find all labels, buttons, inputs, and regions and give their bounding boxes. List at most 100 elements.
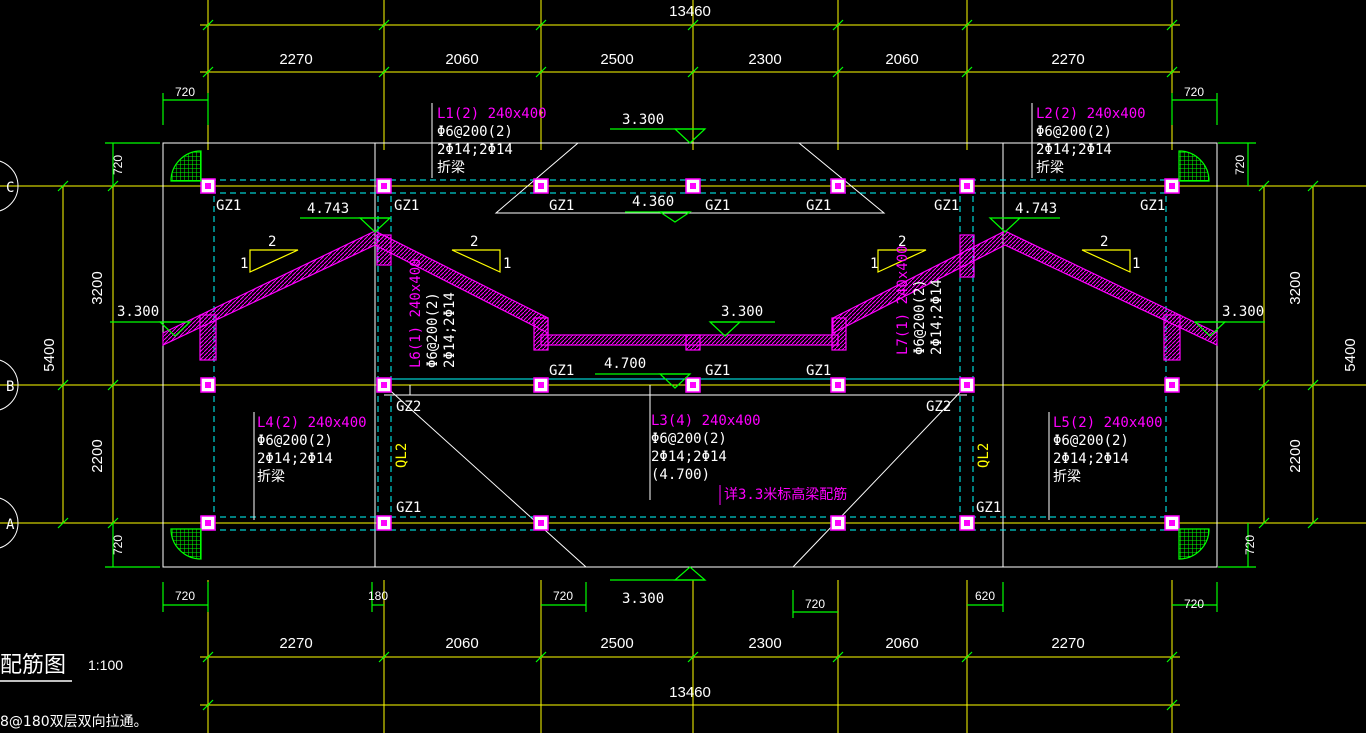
slope-run-2: 2 <box>470 234 478 250</box>
col-label: GZ1 <box>705 363 730 379</box>
dim-bottom-span-1: 2270 <box>279 635 312 652</box>
dim-right-span-4: 720 <box>1243 535 1257 555</box>
column-core <box>205 520 211 526</box>
col-label: GZ1 <box>396 500 421 516</box>
elev-eave-right: 3.300 <box>1222 304 1264 320</box>
svg-text:L2(2) 240x400: L2(2) 240x400 <box>1036 106 1146 122</box>
columns <box>200 178 1180 531</box>
svg-text:L3(4) 240x400: L3(4) 240x400 <box>651 413 761 429</box>
footnote: 8@180双层双向拉通。 <box>0 714 148 730</box>
elevation-markers <box>110 128 1265 581</box>
dim-bottom-offset-6: 720 <box>1184 597 1204 611</box>
svg-text:2Φ14;2Φ14: 2Φ14;2Φ14 <box>442 292 458 368</box>
svg-text:Φ6@200(2): Φ6@200(2) <box>437 124 513 140</box>
slope-run-3: 2 <box>898 234 906 250</box>
dim-left-span-1: 720 <box>111 155 125 175</box>
svg-text:2Φ14;2Φ14: 2Φ14;2Φ14 <box>437 142 513 158</box>
column-core <box>381 382 387 388</box>
column-core <box>964 382 970 388</box>
col-label: GZ1 <box>216 198 241 214</box>
col-label: GZ1 <box>806 198 831 214</box>
elev-valley: 3.300 <box>721 304 763 320</box>
column-core <box>964 183 970 189</box>
roof-section <box>162 230 1218 361</box>
dim-top-span-5: 2060 <box>885 51 918 68</box>
svg-text:Φ6@200(2): Φ6@200(2) <box>1036 124 1112 140</box>
col-label: GZ1 <box>806 363 831 379</box>
column-core <box>205 183 211 189</box>
svg-text:(4.700): (4.700) <box>651 467 710 483</box>
dim-right-span-1: 720 <box>1233 155 1247 175</box>
svg-text:折梁: 折梁 <box>257 469 285 485</box>
beam-l4-label: L4(2) 240x400 Φ6@200(2) 2Φ14;2Φ14 折梁 <box>253 412 367 520</box>
slope-rise-1: 1 <box>240 256 248 272</box>
column-core <box>538 183 544 189</box>
svg-text:L7(1) 240x400: L7(1) 240x400 <box>895 245 911 355</box>
beam-l2-label: L2(2) 240x400 Φ6@200(2) 2Φ14;2Φ14 折梁 <box>1031 103 1146 178</box>
column-core <box>538 520 544 526</box>
col-label: GZ1 <box>976 500 1001 516</box>
col-label: GZ1 <box>1140 198 1165 214</box>
slope-rise-4: 1 <box>1132 256 1140 272</box>
dim-bottom-overall: 13460 <box>669 684 711 701</box>
ql-label: QL2 <box>976 443 992 468</box>
svg-text:L5(2) 240x400: L5(2) 240x400 <box>1053 415 1163 431</box>
dim-left-total: 5400 <box>41 338 58 371</box>
dim-top-span-1: 2270 <box>279 51 312 68</box>
col-label-gz2: GZ2 <box>926 399 951 415</box>
axis-bubbles <box>0 160 19 549</box>
svg-text:Φ6@200(2): Φ6@200(2) <box>1053 433 1129 449</box>
dim-bottom-span-3: 2500 <box>600 635 633 652</box>
dim-bottom-offset-1: 720 <box>175 589 195 603</box>
column-core <box>381 183 387 189</box>
svg-text:L4(2) 240x400: L4(2) 240x400 <box>257 415 367 431</box>
svg-text:2Φ14;2Φ14: 2Φ14;2Φ14 <box>257 451 333 467</box>
dim-bottom-span-4: 2300 <box>748 635 781 652</box>
column-core <box>835 520 841 526</box>
dim-top-span-4: 2300 <box>748 51 781 68</box>
ql-label: QL2 <box>394 443 410 468</box>
svg-text:Φ6@200(2): Φ6@200(2) <box>651 431 727 447</box>
column-core <box>381 520 387 526</box>
svg-text:2Φ14;2Φ14: 2Φ14;2Φ14 <box>929 279 945 355</box>
dim-bottom-span-6: 2270 <box>1051 635 1084 652</box>
dim-bottom-offset-3: 720 <box>553 589 573 603</box>
col-label-gz2: GZ2 <box>396 399 421 415</box>
elev-mid-center: 4.360 <box>632 194 674 210</box>
center-note: 详3.3米标高梁配筋 <box>724 486 847 503</box>
slope-rise-3: 1 <box>870 256 878 272</box>
elev-ridge-right: 4.743 <box>1015 201 1057 217</box>
svg-text:L1(2) 240x400: L1(2) 240x400 <box>437 106 547 122</box>
column-core <box>690 183 696 189</box>
svg-text:2Φ14;2Φ14: 2Φ14;2Φ14 <box>651 449 727 465</box>
column-core <box>538 382 544 388</box>
svg-text:折梁: 折梁 <box>1036 160 1064 176</box>
axis-label-b: B <box>6 379 14 395</box>
dim-bottom-offset-4: 720 <box>805 597 825 611</box>
col-label: GZ1 <box>705 198 730 214</box>
drawing-title: 配筋图 <box>0 653 66 678</box>
drawing-scale: 1:100 <box>88 657 123 673</box>
dim-left-span-2: 3200 <box>89 271 106 304</box>
svg-text:折梁: 折梁 <box>437 160 465 176</box>
dim-top-span-6: 2270 <box>1051 51 1084 68</box>
col-label: GZ1 <box>549 363 574 379</box>
column-core <box>964 520 970 526</box>
axis-label-c: C <box>6 180 14 196</box>
beam-l5-label: L5(2) 240x400 Φ6@200(2) 2Φ14;2Φ14 折梁 <box>1048 412 1163 520</box>
dim-bottom-span-2: 2060 <box>445 635 478 652</box>
beam-l6-label: L6(1) 240x400 Φ6@200(2) 2Φ14;2Φ14 <box>408 258 458 368</box>
corner-hatches <box>170 150 1210 560</box>
dim-top-offset-left: 720 <box>175 85 195 99</box>
svg-text:Φ6@200(2): Φ6@200(2) <box>425 292 441 368</box>
dim-right-total: 5400 <box>1342 338 1359 371</box>
col-label: GZ1 <box>549 198 574 214</box>
column-core <box>1169 520 1175 526</box>
dim-top-span-3: 2500 <box>600 51 633 68</box>
column-core <box>1169 382 1175 388</box>
dim-bottom-offset-2: 180 <box>368 589 388 603</box>
axis-label-a: A <box>6 517 15 533</box>
elev-top-center: 3.300 <box>622 112 664 128</box>
